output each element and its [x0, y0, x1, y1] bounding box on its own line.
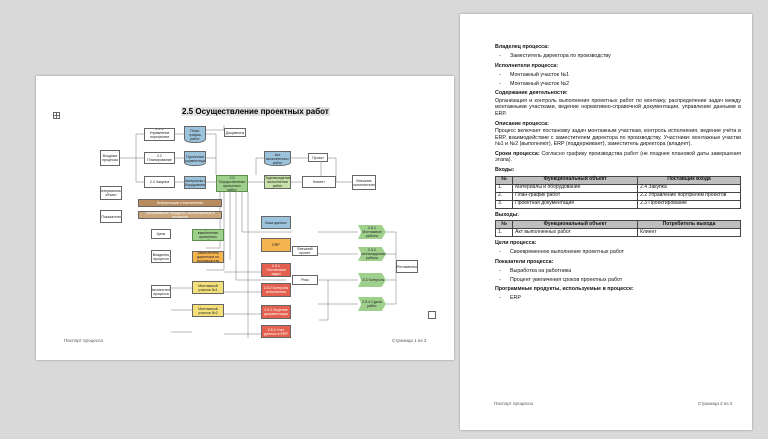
node-regulations[interactable]: Регламенты [396, 260, 418, 273]
node-2-5-main[interactable]: 2.5 Осуществление проектных работ [216, 175, 248, 192]
table-row: 1. Акт выполненных работ Клиент [494, 228, 741, 238]
node-materials[interactable]: Материалы и оборудование [184, 176, 206, 189]
kpi-item: Процент увеличения сроков проектных рабо… [495, 277, 741, 284]
owner-item: Заместитель директора по производству [495, 53, 741, 60]
node-2-4[interactable]: 2.4 Закупка [144, 176, 175, 188]
node-confirmation[interactable]: Подтверждение выполнения работ [264, 175, 291, 189]
node-2-2-4[interactable]: 2.2.4 Управление портфелем проектов [144, 128, 175, 141]
outputs-heading: Выходы: [495, 211, 519, 218]
description-text: Процесс включает постановку задач монтаж… [495, 128, 741, 148]
table-row: 3. Проектная документация 2.3 Проектиров… [494, 199, 741, 209]
table-cell: 2.2 Управление портфелем проектов [637, 191, 741, 201]
page-2-footer-right: Страница 2 из 2 [698, 401, 733, 406]
node-2-5-4[interactable]: 2.5.4 Сдача работ [358, 297, 386, 311]
inputs-table: № Функциональный объект Поставщик входа … [494, 175, 741, 209]
resize-handle-icon[interactable] [428, 311, 436, 319]
node-red-2[interactable]: 2.5.2 Контроль исполнения [261, 283, 291, 297]
table-cell: План-график работ [512, 191, 639, 201]
table-cell: Акт выполненных работ [512, 228, 639, 238]
node-site-1[interactable]: Монтажный участок №1 [192, 281, 224, 294]
outputs-table: № Функциональный объект Потребитель выхо… [494, 220, 741, 238]
terms-paragraph: Сроки процесса: Согласно графику произво… [495, 151, 741, 164]
page-1-footer-right: Страница 1 из 2 [392, 338, 427, 343]
content-text: Организация и контроль выполнения проект… [495, 97, 741, 117]
node-risk[interactable]: Риск [292, 275, 318, 285]
node-material-object[interactable]: Материальный объект [100, 186, 122, 200]
table-cell: 2. [494, 191, 514, 201]
node-info-bar[interactable]: Информация о выполнении [138, 199, 222, 207]
executor-item: Монтажный участок №1 [495, 72, 741, 79]
table-header-cell: № [494, 175, 514, 185]
node-documents[interactable]: Документы [224, 128, 246, 137]
node-external-executors[interactable]: Внешние исполнители [352, 175, 376, 190]
node-site-2[interactable]: Монтажный участок №2 [192, 304, 224, 317]
table-header-row: № Функциональный объект Потребитель выхо… [494, 220, 741, 230]
node-external-project[interactable]: Внешний проект [292, 246, 318, 256]
node-2-5-1[interactable]: 2.5.1 Монтажные работы [358, 225, 386, 239]
node-input-processes[interactable]: Входные процессы [100, 150, 120, 166]
node-goal-bar[interactable]: Своевременное выполнение проектных работ [192, 229, 224, 241]
process-diagram: Входные процессы 2.2.4 Управление портфе… [96, 120, 418, 338]
node-project[interactable]: Проект [308, 153, 328, 162]
node-red-3[interactable]: 2.5.3 Ведение документации [261, 305, 291, 319]
table-header-cell: № [494, 220, 514, 230]
executor-item: Монтажный участок №2 [495, 81, 741, 88]
kpi-heading: Показатели процесса: [495, 258, 554, 265]
table-cell: Материалы и оборудование [512, 183, 639, 193]
node-indicators[interactable]: Показатели [100, 210, 122, 223]
table-cell: 2.3 Проектирование [637, 199, 741, 209]
process-passport-text: Владелец процесса: Заместитель директора… [494, 41, 741, 302]
table-header-cell: Функциональный объект [512, 220, 639, 230]
table-cell: Проектная документация [512, 199, 639, 209]
table-header-cell: Потребитель выхода [637, 220, 741, 230]
goal-item: Своевременное выполнение проектных работ [495, 249, 741, 256]
inputs-heading: Входы: [495, 167, 515, 174]
table-row: 1. Материалы и оборудование 2.4 Закупка [494, 183, 741, 193]
move-handle-icon[interactable] [53, 112, 60, 119]
node-red-1[interactable]: 2.5.1 Постановка задач [261, 263, 291, 277]
page-title: 2.5 Осуществление проектных работ [181, 107, 330, 116]
table-cell: 2.4 Закупка [637, 183, 741, 193]
table-header-cell: Поставщик входа [637, 175, 741, 185]
software-heading: Программные продукты, используемые в про… [495, 286, 634, 293]
node-2-2[interactable]: 2.2 Планирование [144, 152, 175, 164]
executors-heading: Исполнители процесса: [495, 62, 558, 69]
node-erp[interactable]: ERP [261, 238, 291, 252]
page-1-footer-left: Паспорт процесса [64, 338, 103, 343]
software-item: ERP [495, 295, 741, 302]
table-cell: 3. [494, 199, 514, 209]
node-software-bar[interactable]: Программные продукты, используемые в про… [138, 211, 222, 219]
terms-text: Согласно графику производства работ (не … [495, 150, 742, 164]
node-completion-act[interactable]: Акт выполненных работ [264, 151, 291, 166]
page-2: Владелец процесса: Заместитель директора… [460, 14, 752, 430]
node-goals[interactable]: Цели [151, 229, 171, 239]
node-executors[interactable]: Исполнители процесса [151, 285, 171, 298]
description-heading: Описание процесса: [495, 120, 549, 127]
terms-label: Сроки процесса: [495, 150, 540, 157]
goals-heading: Цели процесса: [495, 240, 537, 247]
table-header-cell: Функциональный объект [512, 175, 639, 185]
kpi-item: Выработка на работника [495, 268, 741, 275]
page-1: 2.5 Осуществление проектных работ [36, 76, 454, 360]
node-work-schedule[interactable]: План-график работ [184, 126, 206, 143]
node-deputy-director[interactable]: Заместитель директора по производству [192, 251, 224, 263]
content-heading: Содержание деятельности: [495, 90, 568, 97]
node-2-5-2[interactable]: 2.5.2 Пусконаладочные работы [358, 247, 386, 261]
table-cell: 1. [494, 183, 514, 193]
table-cell: Клиент [637, 228, 741, 238]
node-red-4[interactable]: 2.5.4 Учет данных в ERP [261, 325, 291, 338]
node-owner[interactable]: Владелец процесса [151, 250, 171, 263]
page-2-footer-left: Паспорт процесса [494, 401, 533, 406]
table-header-row: № Функциональный объект Поставщик входа [494, 175, 741, 185]
node-project-docs[interactable]: Проектная документация [184, 151, 206, 166]
node-2-5-3[interactable]: 2.5.3 Контроль [358, 273, 386, 287]
table-row: 2. План-график работ 2.2 Управление порт… [494, 191, 741, 201]
node-client[interactable]: Клиент [302, 176, 336, 188]
node-database[interactable]: База данных [261, 216, 291, 229]
table-cell: 1. [494, 228, 514, 238]
owner-heading: Владелец процесса: [495, 44, 549, 50]
